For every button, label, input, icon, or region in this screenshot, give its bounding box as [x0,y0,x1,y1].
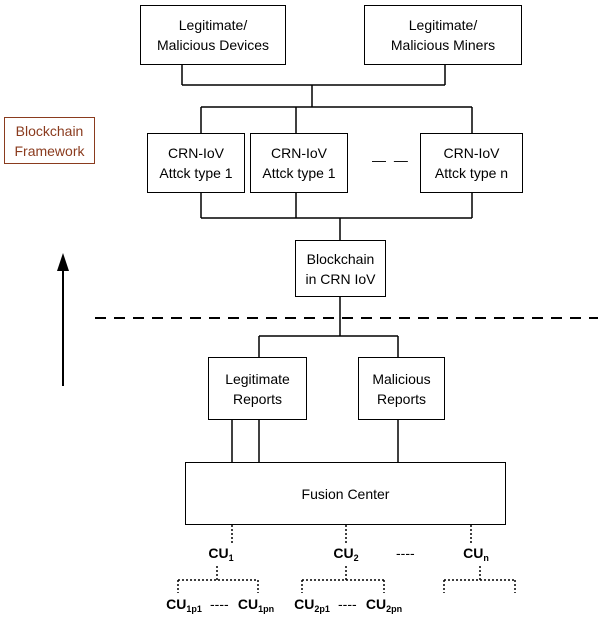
cu-2: CU2 [333,545,359,563]
miners-box: Legitimate/ Malicious Miners [364,5,522,65]
cu-2p1: CU2p1 [294,596,330,614]
malicious-reports-box: Malicious Reports [358,357,445,420]
attack-type-1b-label: CRN-IoV Attck type 1 [262,145,336,181]
cu-1: CU1 [208,545,234,563]
fusion-center-box: Fusion Center [185,462,506,525]
attack-type-1b-box: CRN-IoV Attck type 1 [250,133,348,193]
cu-1p1: CU1p1 [166,596,202,614]
cu-2pn: CU2pn [365,596,403,614]
attack-type-n-box: CRN-IoV Attck type n [420,133,523,193]
cu-ellipsis: ---- [396,545,415,561]
legitimate-reports-label: Legitimate Reports [225,370,290,407]
cu-2-ellipsis: ---- [338,596,357,612]
attack-ellipsis: — — [372,152,410,168]
cu-n: CUn [463,545,489,563]
blockchain-framework-label: Blockchain Framework [4,117,95,164]
attack-type-1-box: CRN-IoV Attck type 1 [147,133,245,193]
miners-label: Legitimate/ Malicious Miners [390,17,496,53]
fusion-center-label: Fusion Center [301,485,390,502]
devices-box: Legitimate/ Malicious Devices [140,5,286,65]
attack-type-1-label: CRN-IoV Attck type 1 [159,145,233,181]
cu-1-ellipsis: ---- [210,596,229,612]
malicious-reports-label: Malicious Reports [372,370,431,407]
blockchain-label: Blockchain in CRN IoV [305,250,376,287]
attack-type-n-label: CRN-IoV Attck type n [434,145,509,181]
devices-label: Legitimate/ Malicious Devices [156,17,270,53]
legitimate-reports-box: Legitimate Reports [208,357,307,420]
blockchain-box: Blockchain in CRN IoV [295,240,386,297]
upward-arrow-head [57,253,69,271]
cu-1pn: CU1pn [237,596,275,614]
